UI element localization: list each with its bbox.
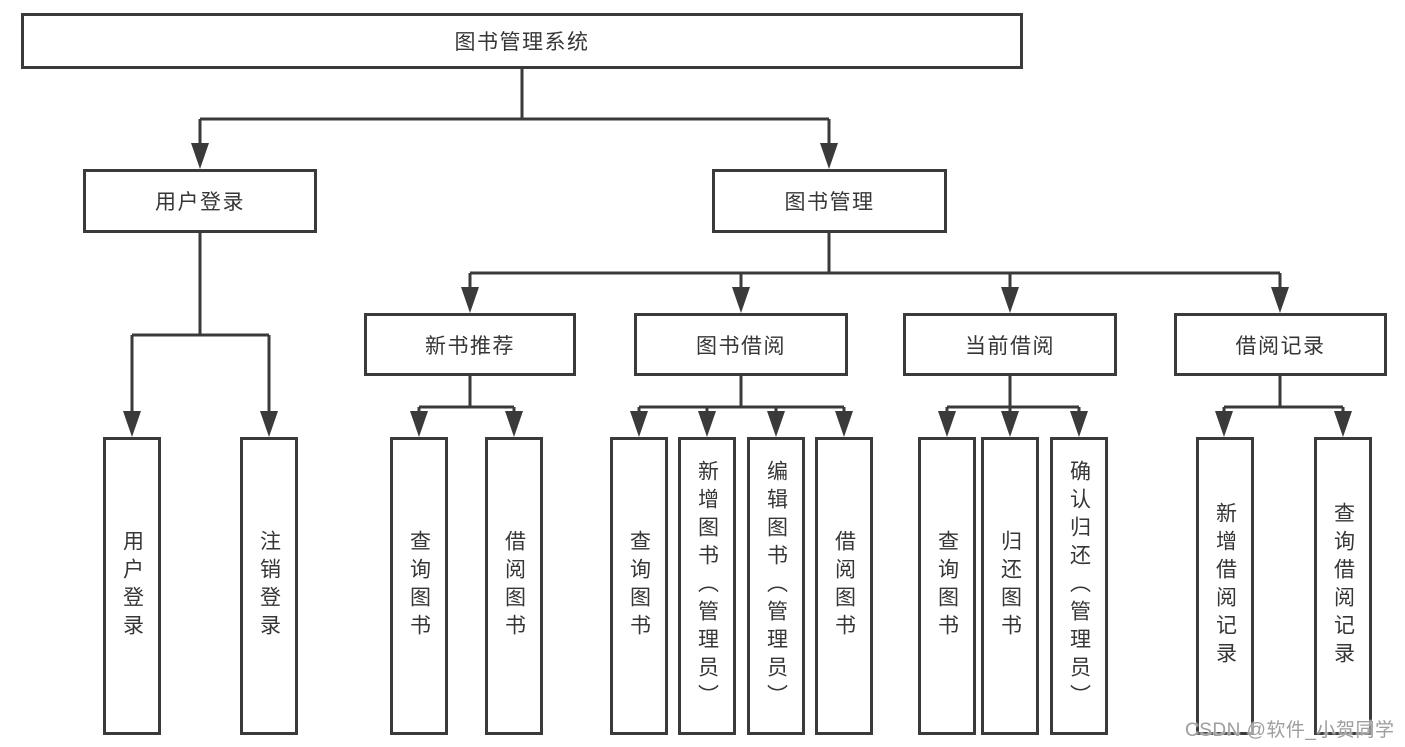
node-new-book-recommend: 新书推荐 (364, 313, 576, 376)
leaf-borrow-edit-books-admin: 编辑图书（管理员） (747, 437, 805, 735)
node-user-login: 用户登录 (83, 169, 317, 233)
leaf-recommend-query-books: 查询图书 (390, 437, 448, 735)
leaf-recommend-borrow-books: 借阅图书 (485, 437, 543, 735)
node-label: 用户登录 (155, 191, 245, 214)
leaf-label: 新增图书（管理员） (695, 460, 719, 712)
leaf-borrow-query-books: 查询图书 (610, 437, 668, 735)
leaf-label: 借阅图书 (502, 530, 526, 642)
leaf-label: 查询图书 (407, 530, 431, 642)
connector-root-to-level2 (198, 69, 831, 144)
leaf-current-query-books: 查询图书 (918, 437, 976, 735)
connector-records-group (1222, 376, 1345, 412)
connector-user-login-group (130, 233, 271, 412)
leaf-label: 借阅图书 (832, 530, 856, 642)
node-book-management: 图书管理 (712, 169, 947, 233)
connector-borrow-group (637, 376, 846, 412)
leaf-label: 查询借阅记录 (1331, 502, 1355, 670)
node-label: 借阅记录 (1235, 334, 1326, 358)
node-label: 图书借阅 (696, 334, 786, 358)
leaf-logout: 注销登录 (240, 437, 298, 735)
leaf-current-return-books: 归还图书 (981, 437, 1039, 735)
leaf-label: 新增借阅记录 (1213, 502, 1237, 670)
leaf-label: 用户登录 (120, 530, 144, 642)
leaf-label: 查询图书 (627, 530, 651, 642)
node-borrow-records: 借阅记录 (1174, 313, 1387, 376)
node-current-borrow: 当前借阅 (903, 313, 1117, 376)
arrowheads (123, 143, 1352, 437)
csdn-watermark: CSDN @软件_小贺同学 (1185, 720, 1395, 741)
leaf-label: 归还图书 (998, 530, 1022, 642)
leaf-label: 查询图书 (935, 530, 959, 642)
leaf-user-login: 用户登录 (103, 437, 161, 735)
leaf-borrow-borrow-books: 借阅图书 (815, 437, 873, 735)
leaf-label: 确认归还（管理员） (1067, 460, 1091, 712)
node-book-borrow: 图书借阅 (634, 313, 848, 376)
leaf-records-query-borrow-record: 查询借阅记录 (1314, 437, 1372, 735)
leaf-records-add-borrow-record: 新增借阅记录 (1196, 437, 1254, 735)
node-library-management-system: 图书管理系统 (21, 13, 1023, 69)
leaf-borrow-add-books-admin: 新增图书（管理员） (678, 437, 736, 735)
leaf-label: 编辑图书（管理员） (764, 460, 788, 712)
connector-book-management-to-level3 (468, 233, 1282, 288)
node-label: 图书管理 (784, 191, 875, 214)
node-label: 当前借阅 (965, 334, 1055, 358)
node-label: 图书管理系统 (454, 31, 590, 54)
node-label: 新书推荐 (425, 334, 515, 358)
leaf-label: 注销登录 (257, 530, 281, 642)
leaf-current-confirm-return-admin: 确认归还（管理员） (1050, 437, 1108, 735)
connector-recommend-group (417, 376, 516, 412)
connector-current-group (945, 376, 1081, 412)
